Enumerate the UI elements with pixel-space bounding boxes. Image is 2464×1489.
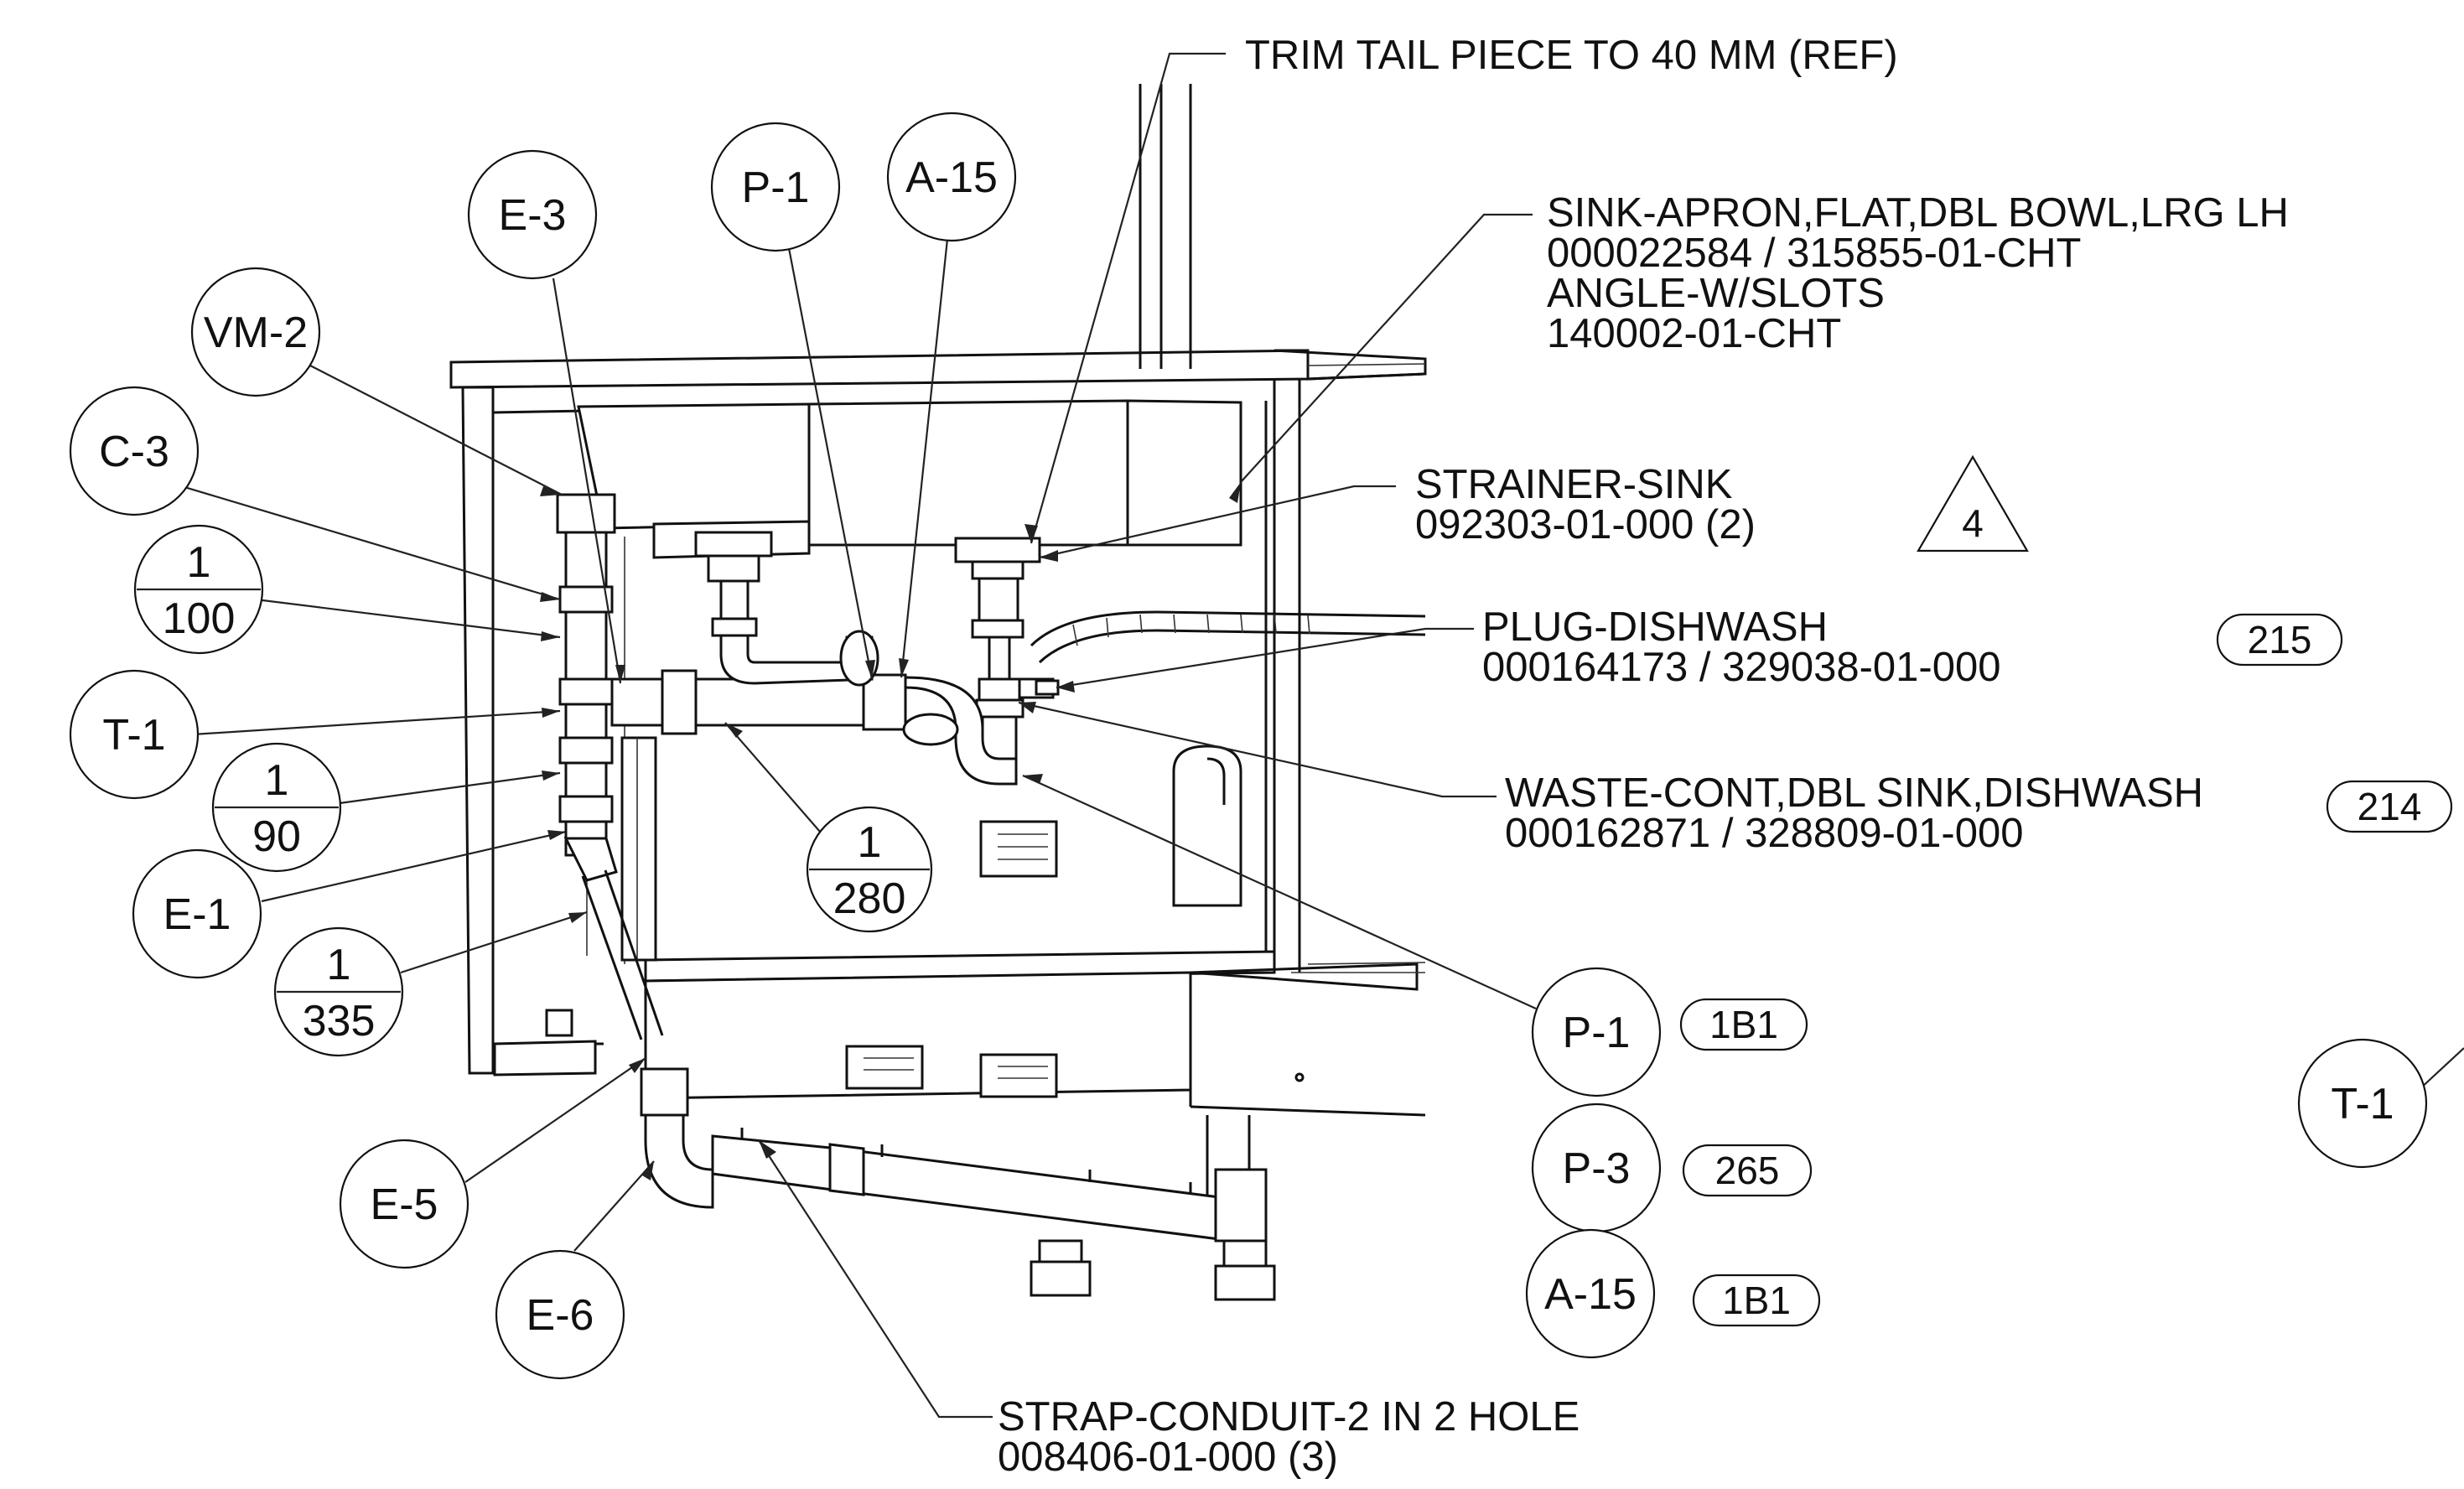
tag-215[interactable]: 215: [2216, 613, 2343, 667]
drain-piping: [556, 493, 1276, 1301]
callout-t1-left-label: T-1: [102, 711, 165, 760]
revision-number: 4: [1962, 501, 1984, 545]
callout-e3[interactable]: E-3: [467, 149, 598, 280]
fraction-1-280-num: 1: [858, 818, 882, 867]
note-trim-tail: TRIM TAIL PIECE TO 40 MM (REF): [1245, 33, 1898, 78]
callout-a15-top[interactable]: A-15: [886, 112, 1017, 242]
fraction-1-335-den: 335: [303, 997, 376, 1045]
callout-p3-label: P-3: [1563, 1144, 1631, 1193]
tag-214[interactable]: 214: [2326, 780, 2453, 833]
tag-a15-1b1[interactable]: 1B1: [1692, 1274, 1821, 1327]
fraction-1-335-num: 1: [327, 941, 351, 989]
note-plug-line1: PLUG-DISHWASH: [1482, 604, 1828, 650]
fraction-1-280[interactable]: 1 280: [806, 806, 933, 933]
dishwasher-hose: [1030, 610, 1426, 907]
note-plug: PLUG-DISHWASH 000164173 / 329038-01-000: [1482, 604, 2001, 690]
fraction-1-280-den: 280: [833, 874, 906, 923]
callout-p1-top[interactable]: P-1: [710, 122, 841, 252]
note-sink-line1: SINK-APRON,FLAT,DBL BOWL,LRG LH: [1547, 190, 2289, 236]
callout-p1-right[interactable]: P-1: [1531, 967, 1662, 1097]
fraction-1-335[interactable]: 1 335: [273, 926, 404, 1057]
note-sink-line3: ANGLE-W/SLOTS: [1547, 271, 1885, 316]
callout-a15-top-label: A-15: [905, 153, 998, 202]
fraction-1-100-den: 100: [163, 594, 236, 643]
callout-vm2[interactable]: VM-2: [190, 267, 321, 397]
tag-215-label: 215: [2248, 618, 2312, 661]
fraction-1-90-num: 1: [265, 756, 289, 805]
tag-p1-1b1[interactable]: 1B1: [1679, 998, 1808, 1051]
sink-cabinet: [449, 84, 1427, 1199]
callout-t1-left[interactable]: T-1: [69, 669, 200, 800]
note-plug-line2: 000164173 / 329038-01-000: [1482, 645, 2001, 690]
note-waste-line1: WASTE-CONT,DBL SINK,DISHWASH: [1505, 770, 2203, 816]
tag-p1-label: 1B1: [1709, 1003, 1778, 1046]
callout-p3[interactable]: P-3: [1531, 1102, 1662, 1233]
callout-e1-label: E-1: [163, 890, 231, 939]
callout-e5-label: E-5: [371, 1180, 438, 1229]
fraction-1-100[interactable]: 1 100: [133, 524, 264, 655]
callout-e6-label: E-6: [527, 1291, 594, 1340]
tag-214-label: 214: [2358, 785, 2422, 828]
note-sink-apron: SINK-APRON,FLAT,DBL BOWL,LRG LH 00002258…: [1547, 190, 2289, 356]
callout-t1-far[interactable]: T-1: [2297, 1038, 2428, 1169]
note-strap-line1: STRAP-CONDUIT-2 IN 2 HOLE: [998, 1394, 1580, 1440]
note-sink-line2: 000022584 / 315855-01-CHT: [1547, 231, 2081, 276]
arrowheads: [540, 482, 1241, 1180]
fraction-1-90[interactable]: 1 90: [211, 742, 342, 873]
callout-e1[interactable]: E-1: [132, 848, 262, 979]
tag-p3-label: 265: [1715, 1149, 1780, 1192]
fraction-1-100-num: 1: [187, 538, 211, 587]
revision-triangle: 4: [1917, 454, 2029, 553]
callout-c3[interactable]: C-3: [69, 386, 200, 516]
callout-t1-far-label: T-1: [2331, 1080, 2394, 1128]
callout-vm2-label: VM-2: [204, 309, 308, 357]
note-waste-line2: 000162871 / 328809-01-000: [1505, 811, 2024, 856]
callout-e5[interactable]: E-5: [339, 1139, 469, 1269]
tag-a15-label: 1B1: [1722, 1279, 1791, 1322]
note-strap-line2: 008406-01-000 (3): [998, 1435, 1338, 1480]
callout-e3-label: E-3: [499, 191, 567, 240]
tag-p3-265[interactable]: 265: [1682, 1144, 1813, 1197]
note-strap: STRAP-CONDUIT-2 IN 2 HOLE 008406-01-000 …: [998, 1394, 1580, 1480]
note-waste: WASTE-CONT,DBL SINK,DISHWASH 000162871 /…: [1505, 770, 2203, 856]
note-strainer-line2: 092303-01-000 (2): [1415, 502, 1756, 547]
leader-lines: [167, 52, 2464, 1419]
callout-a15-right-label: A-15: [1544, 1270, 1637, 1319]
fraction-1-90-den: 90: [252, 812, 301, 861]
callout-p1-top-label: P-1: [742, 163, 810, 212]
callout-a15-right[interactable]: A-15: [1525, 1228, 1656, 1359]
callout-e6[interactable]: E-6: [495, 1249, 625, 1380]
note-sink-line4: 140002-01-CHT: [1547, 311, 1841, 356]
callout-c3-label: C-3: [99, 428, 169, 476]
callout-p1-right-label: P-1: [1563, 1009, 1631, 1057]
note-strainer-line1: STRAINER-SINK: [1415, 462, 1733, 507]
note-strainer: STRAINER-SINK 092303-01-000 (2): [1415, 462, 1756, 547]
